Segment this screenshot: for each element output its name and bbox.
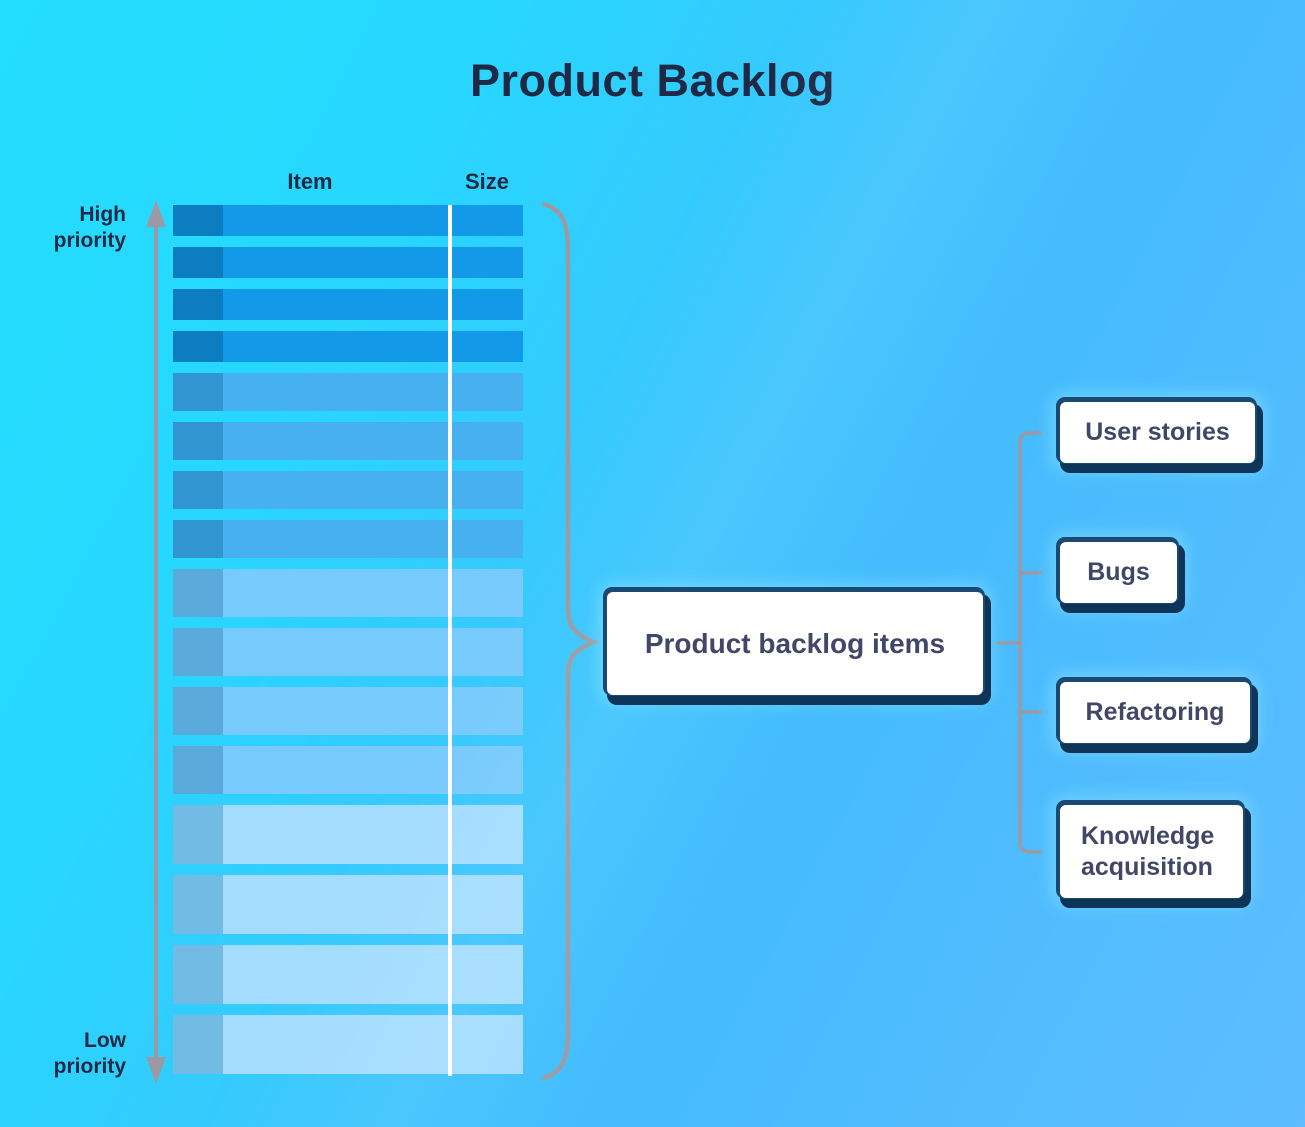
item-bar-body: [223, 875, 523, 934]
high-priority-label: High priority: [53, 203, 126, 252]
priority-chip: [173, 520, 223, 558]
item-bar-body: [223, 945, 523, 1004]
item-bar-body: [223, 422, 523, 460]
backlog-bar-stack: [173, 205, 523, 1085]
priority-chip: [173, 247, 223, 278]
priority-chip: [173, 628, 223, 676]
item-bar-body: [223, 520, 523, 558]
priority-chip: [173, 289, 223, 320]
backlog-item-bar: [173, 628, 523, 676]
backlog-item-bar: [173, 289, 523, 320]
category-label: User stories: [1085, 418, 1230, 446]
category-label: Knowledge acquisition: [1081, 821, 1215, 881]
column-header-size: Size: [464, 169, 510, 194]
curly-brace: [541, 201, 601, 1081]
page-title: Product Backlog: [469, 55, 836, 106]
backlog-item-bar: [173, 205, 523, 236]
low-priority-label: Low priority: [53, 1029, 126, 1078]
category-connector-tree: [997, 431, 1042, 854]
item-bar-body: [223, 289, 523, 320]
priority-chip: [173, 569, 223, 617]
priority-chip: [173, 945, 223, 1004]
backlog-item-bar: [173, 471, 523, 509]
item-bar-body: [223, 628, 523, 676]
priority-chip: [173, 875, 223, 934]
backlog-item-bar: [173, 875, 523, 934]
category-box-user-stories: User stories: [1060, 402, 1255, 463]
backlog-item-bar: [173, 247, 523, 278]
category-label: Refactoring: [1085, 698, 1225, 726]
column-header-item: Item: [287, 169, 333, 194]
priority-chip: [173, 471, 223, 509]
item-size-divider-line: [448, 205, 452, 1076]
priority-chip: [173, 1015, 223, 1074]
item-bar-body: [223, 373, 523, 411]
backlog-item-bar: [173, 945, 523, 1004]
backlog-item-bar: [173, 805, 523, 864]
item-bar-body: [223, 331, 523, 362]
category-label: Bugs: [1087, 558, 1150, 586]
item-bar-body: [223, 1015, 523, 1074]
category-box-refactoring: Refactoring: [1060, 682, 1250, 743]
priority-chip: [173, 422, 223, 460]
backlog-item-bar: [173, 422, 523, 460]
priority-chip: [173, 205, 223, 236]
item-bar-body: [223, 569, 523, 617]
item-bar-body: [223, 471, 523, 509]
category-box-bugs: Bugs: [1060, 542, 1177, 603]
priority-chip: [173, 746, 223, 794]
item-bar-body: [223, 805, 523, 864]
item-bar-body: [223, 247, 523, 278]
backlog-item-bar: [173, 520, 523, 558]
priority-chip: [173, 331, 223, 362]
backlog-item-bar: [173, 569, 523, 617]
backlog-item-bar: [173, 1015, 523, 1074]
backlog-item-bar: [173, 687, 523, 735]
category-box-knowledge-acquisition: Knowledge acquisition: [1060, 805, 1243, 898]
backlog-item-bar: [173, 331, 523, 362]
priority-chip: [173, 687, 223, 735]
item-bar-body: [223, 687, 523, 735]
product-backlog-items-box: Product backlog items: [607, 592, 983, 695]
priority-chip: [173, 373, 223, 411]
priority-chip: [173, 805, 223, 864]
item-bar-body: [223, 746, 523, 794]
backlog-item-bar: [173, 373, 523, 411]
product-backlog-items-label: Product backlog items: [644, 627, 946, 659]
item-bar-body: [223, 205, 523, 236]
priority-axis-arrow: [146, 200, 166, 1084]
backlog-item-bar: [173, 746, 523, 794]
